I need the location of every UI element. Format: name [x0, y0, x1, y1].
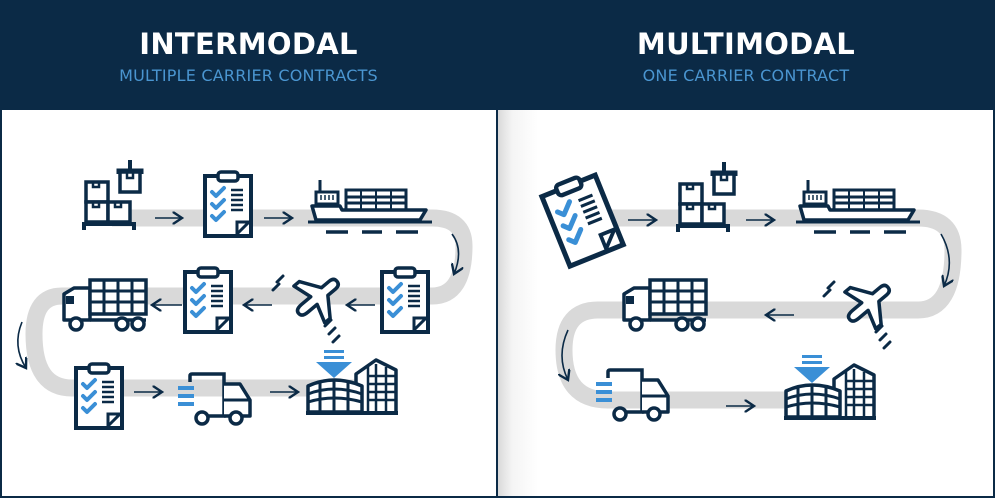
intermodal-flow-diagram [2, 158, 473, 430]
route-path [555, 209, 962, 409]
multimodal-flow-diagram [498, 160, 962, 422]
multimodal-title: MULTIMODAL [636, 27, 856, 61]
curve-arrow-icon [562, 329, 568, 380]
intermodal-panel [2, 110, 496, 496]
multimodal-panel [498, 110, 993, 496]
clipboard-checklist-icon [74, 362, 124, 430]
freight-truck-icon [622, 278, 708, 332]
intermodal-title: INTERMODAL [139, 27, 358, 61]
building-delivery-icon [782, 353, 878, 420]
clipboard-checklist-icon [380, 266, 430, 334]
freight-truck-icon [62, 278, 148, 332]
curve-arrow-icon [18, 321, 26, 368]
clipboard-checklist-icon [203, 170, 253, 238]
intermodal-subtitle: MULTIPLE CARRIER CONTRACTS [119, 66, 378, 85]
clipboard-checklist-icon [540, 170, 623, 266]
building-delivery-icon [304, 348, 400, 415]
curve-arrow-icon [452, 233, 459, 274]
curve-arrow-icon [940, 233, 949, 286]
multimodal-header: MULTIMODAL ONE CARRIER CONTRACT [497, 0, 995, 110]
multimodal-subtitle: ONE CARRIER CONTRACT [642, 66, 850, 85]
route-path [25, 209, 473, 397]
clipboard-checklist-icon [183, 266, 233, 334]
intermodal-header: INTERMODAL MULTIPLE CARRIER CONTRACTS [0, 0, 497, 110]
